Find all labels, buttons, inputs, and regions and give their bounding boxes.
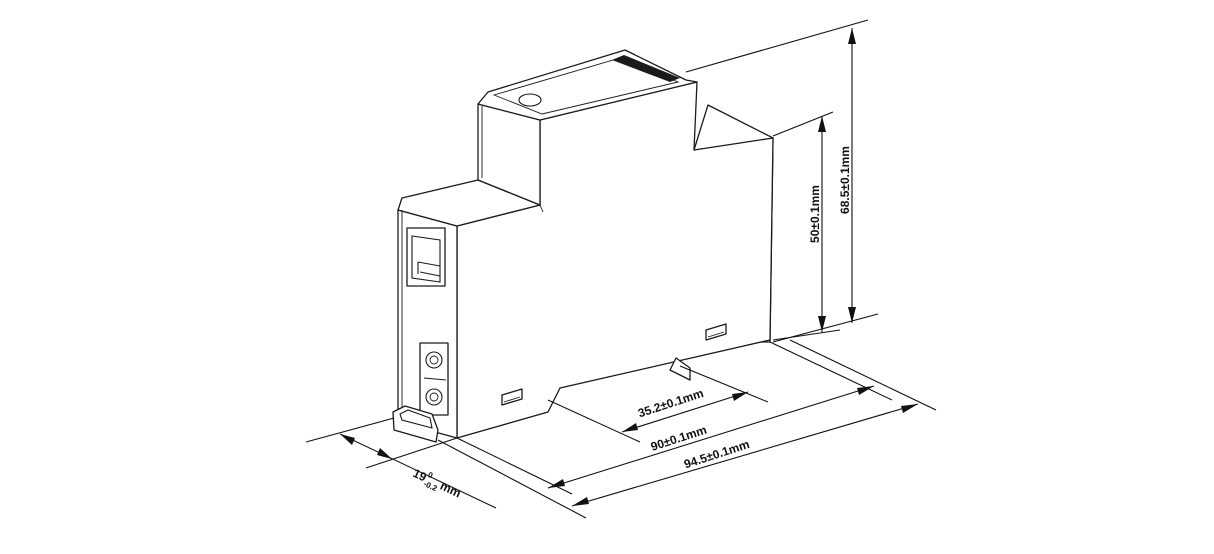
label-width-sub: -0.2: [422, 479, 439, 493]
screw-top-icon: [425, 351, 443, 369]
label-rail-width: 35.2±0.1mm: [636, 386, 705, 420]
label-height-body: 50±0.1mm: [808, 185, 822, 243]
label-height-total: 68.5±0.1mm: [838, 146, 852, 214]
dim-height-total: 68.5±0.1mm: [685, 19, 879, 343]
top-terminal-hatch: [612, 55, 680, 82]
label-depth-inner: 90±0.1mm: [649, 423, 708, 454]
dim-height-body: 50±0.1mm: [772, 111, 841, 341]
rj45-port: [406, 227, 446, 287]
dim-width: 19 0 -0.2 mm: [305, 417, 497, 509]
top-led-circle: [518, 93, 542, 107]
screw-bottom-icon: [425, 388, 443, 406]
label-width-unit: mm: [438, 479, 463, 501]
label-width-base: 19: [411, 466, 429, 484]
device-body: [397, 49, 774, 439]
top-label-panel: [492, 57, 680, 115]
rail-notch: [669, 357, 691, 381]
label-width-sup: 0: [426, 470, 434, 480]
front-details: [392, 227, 727, 443]
